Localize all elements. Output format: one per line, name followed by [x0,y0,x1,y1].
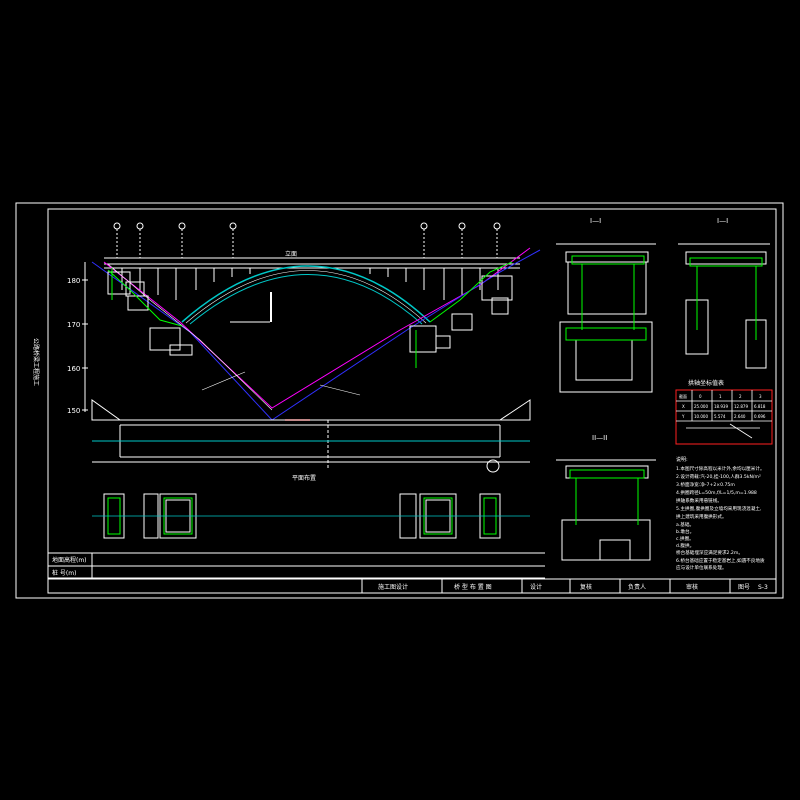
note-3: 3.桥面净宽:净-7+2×0.75m [676,481,735,488]
coord-y-3: 0.696 [754,414,766,419]
spandrel-columns [121,268,499,300]
plan-view [92,419,530,468]
side-vertical-text: 公路桥梁工程施工 [32,338,40,386]
title-design-unit: 施工图设计 [378,583,408,591]
coord-header-2: 1 [719,394,722,399]
note-10: c.拱圈。 [676,535,694,542]
plan-slope-left [91,399,122,421]
coord-header-3: 2 [739,394,742,399]
coord-y-1: 5.574 [714,414,726,419]
note-6: 5.主拱圈,腹拱圈及立墙均采用现浇混凝土, [676,505,762,512]
main-arch-intrados [189,274,423,325]
note-8: a.基础。 [676,521,694,528]
arch-axis [185,270,427,324]
coord-x-label: X [682,404,685,409]
section-3-drawing [556,459,656,561]
axis-markers-top [113,222,501,258]
note-2: 2.设计荷载:汽-20,挂-100,人群3.5kN/m² [676,473,761,480]
section-1-drawing [556,243,656,393]
plan-slope-right [498,399,531,421]
coord-x-1: 18.939 [714,404,728,409]
title-sheet-label: 图号 [738,584,750,591]
coord-y-0: 10.000 [694,414,708,419]
coord-header-1: 0 [699,394,702,399]
note-13: 6.桥台基础应置于稳定基岩上,如遇不良地质 [676,557,765,564]
ground-line-blue [91,249,541,421]
note-7: 拱上建筑采用腹拱形式。 [676,513,727,520]
section-1-rebar [565,255,647,341]
coord-header-4: 3 [759,394,762,399]
title-sheet-no: S-3 [758,584,768,591]
elevation-title: 立面 [285,250,297,258]
left-abutment-rebar [107,268,183,327]
bridge-deck [104,257,520,269]
section-3-rebar [569,469,645,525]
note-4: 4.拱圈跨径L=50m,f/L=1/5,m=1.988 [676,489,757,496]
inner-frame [47,208,777,594]
note-9: b.墩台。 [676,528,694,535]
elev-label-160: 160 [67,365,80,373]
title-design: 设计 [530,583,542,591]
coord-table-frame [675,389,773,445]
note-12: 桥台基础埋深应满足要求2.2m。 [676,549,743,556]
section-title-1: I—I [590,217,601,225]
note-11: d.腹拱。 [676,542,694,549]
notes-title: 说明: [676,456,688,463]
elev-label-150: 150 [67,407,80,415]
title-approve: 审核 [686,583,698,591]
plan-label: 平面布置 [292,474,316,482]
section-title-3: II—II [592,434,607,442]
note-14: 应与设计单位联系处理。 [676,564,727,571]
note-1: 1.本图尺寸除高程以米计外,余均以厘米计。 [676,465,765,472]
arch-center-box [270,292,272,322]
note-5: 拱轴系数采用悬链线。 [676,497,722,504]
left-abutment [107,271,193,356]
outer-frame [15,202,784,599]
coord-y-label: Y [681,414,685,419]
ground-elevation-row-label: 地面高程(m) [52,556,87,564]
coord-y-2: 2.640 [734,414,746,419]
right-abutment-rebar [415,261,513,368]
coord-table-title: 拱轴坐标值表 [688,379,724,387]
elev-label-180: 180 [67,277,80,285]
title-lead: 负责人 [628,583,646,591]
station-table [48,552,545,579]
title-drawing-name: 桥 型 布 置 图 [454,583,492,591]
elev-label-170: 170 [67,321,80,329]
section-2-rebar [689,257,763,340]
ground-line-white [107,263,273,411]
coord-x-3: 6.818 [754,404,766,409]
main-arch-extrados [181,265,431,323]
coord-x-2: 12.879 [734,404,748,409]
section-title-2: I—I [717,217,728,225]
coord-x-0: 25.000 [694,404,708,409]
title-review: 复核 [580,583,592,591]
station-row-label: 桩 号(m) [52,569,76,577]
right-abutment [409,275,513,353]
coord-header-0: 截面 [679,393,687,399]
